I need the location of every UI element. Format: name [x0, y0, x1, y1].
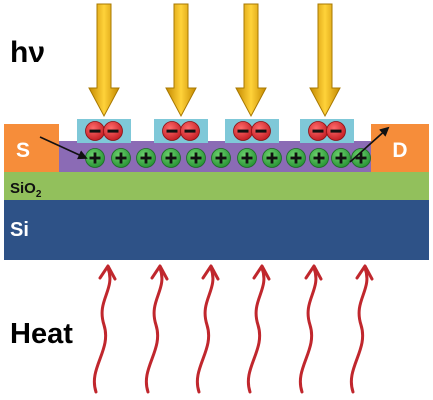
light-arrow: [165, 3, 197, 118]
carrier-flow-arrow-source: [39, 136, 88, 160]
electron: [162, 121, 182, 141]
light-arrows: [88, 3, 341, 118]
carrier-flow-arrow-drain: [349, 126, 390, 163]
electrons: [85, 121, 346, 141]
hole: [331, 148, 351, 168]
hole: [111, 148, 131, 168]
light-arrow: [88, 3, 120, 118]
hole: [309, 148, 329, 168]
electron: [326, 121, 346, 141]
heat-wave: [195, 264, 220, 394]
source-contact: [4, 124, 59, 172]
holes: [85, 148, 371, 168]
heat-wave: [349, 264, 374, 394]
drain-label: D: [392, 139, 407, 162]
si-substrate: [4, 200, 429, 260]
light-label: hν: [10, 36, 45, 69]
electron: [308, 121, 328, 141]
electron: [251, 121, 271, 141]
heat-wave: [144, 264, 169, 394]
heat-wave: [298, 264, 323, 394]
heat-waves: [92, 264, 374, 394]
hole: [351, 148, 371, 168]
si-label: Si: [10, 219, 29, 241]
sio2-label-main: SiO: [10, 180, 36, 197]
electron: [85, 121, 105, 141]
heat-wave: [92, 264, 117, 394]
light-arrow: [235, 3, 267, 118]
sio2-layer: [4, 172, 429, 200]
hole: [262, 148, 282, 168]
heat-wave: [246, 264, 271, 394]
hole: [237, 148, 257, 168]
hole: [85, 148, 105, 168]
sio2-label-subscript: 2: [36, 189, 42, 200]
light-arrow: [309, 3, 341, 118]
electron: [180, 121, 200, 141]
hole: [161, 148, 181, 168]
sio2-label: SiO2: [10, 180, 42, 200]
hole: [211, 148, 231, 168]
electron: [233, 121, 253, 141]
hole: [186, 148, 206, 168]
hole: [136, 148, 156, 168]
heat-label: Heat: [10, 318, 73, 350]
hole: [286, 148, 306, 168]
source-label: S: [16, 139, 30, 162]
electron: [103, 121, 123, 141]
